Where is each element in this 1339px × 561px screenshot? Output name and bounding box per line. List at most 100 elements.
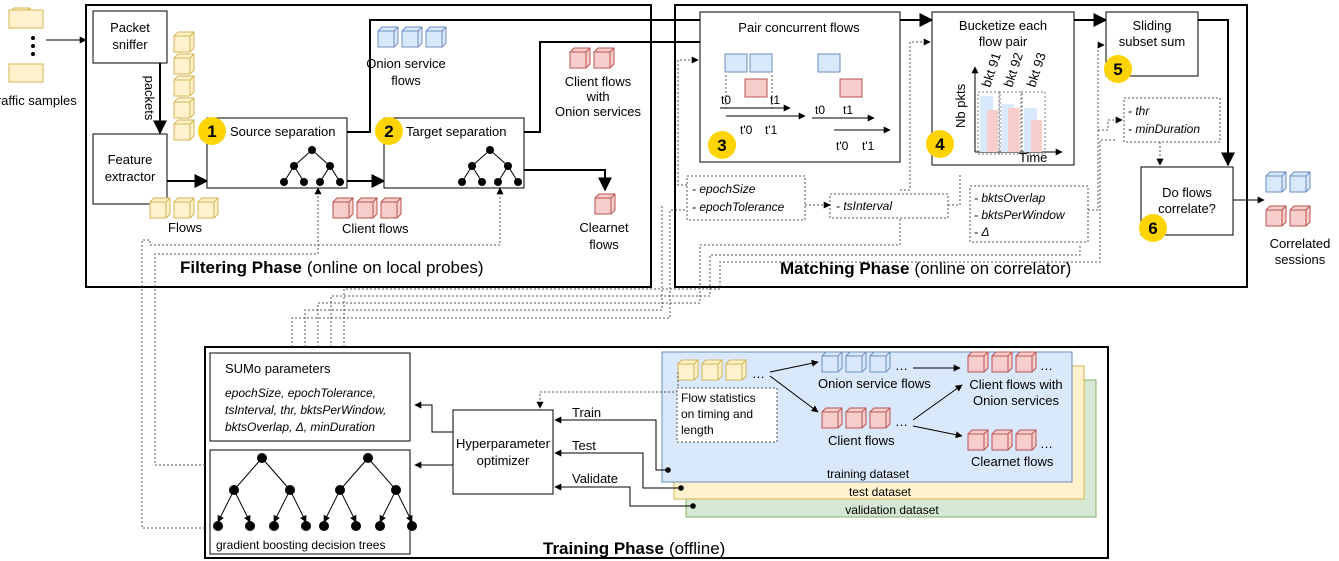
svg-text:t1: t1 <box>770 93 780 107</box>
validate-label: Validate <box>572 471 618 486</box>
training-onion-cubes-icon <box>822 352 890 372</box>
client-flows-label: Client flows <box>342 221 409 236</box>
matching-phase-title: Matching Phase(online on correlator) <box>780 259 1071 278</box>
training-phase-title: Training Phase(offline) <box>543 539 725 558</box>
svg-text:t'1: t'1 <box>862 139 875 153</box>
svg-text:6: 6 <box>1148 219 1157 238</box>
packet-sniffer-label: Packet <box>110 20 150 35</box>
sliding-subset-label: Sliding <box>1132 18 1171 33</box>
svg-text:- bktsOverlap- bktsPerWindow-: - bktsOverlap- bktsPerWindow- Δ <box>974 191 1066 239</box>
target-separation-box <box>383 117 525 189</box>
badge-4 <box>926 130 954 158</box>
time-axis-label: Time <box>1019 150 1047 165</box>
flow-stats-label: Flow statistics <box>681 391 756 405</box>
param-bkts-label: - bktsOverlap <box>974 191 1046 205</box>
param-thr-label: - thr <box>1128 104 1150 118</box>
svg-text:…: … <box>1040 358 1053 373</box>
traffic-samples-icon <box>8 7 44 83</box>
clearnet-flows-label: Clearnet <box>579 220 629 235</box>
timeline-left: t0 t1 t'0 t'1 <box>720 53 806 137</box>
onion-service-flows-label: Onion service <box>366 56 445 71</box>
timeline-right: t0 t1 t'0 t'1 <box>812 53 891 153</box>
gbdt-label: gradient boosting decision trees <box>216 538 385 552</box>
svg-text:- epochSize- epochTolerance: - epochSize- epochTolerance <box>692 182 785 214</box>
feature-extractor-label: Feature <box>108 152 153 167</box>
svg-text:…: … <box>752 366 765 381</box>
training-client-cubes-icon <box>822 408 890 428</box>
svg-text:t0: t0 <box>721 93 731 107</box>
nb-pkts-axis-label: Nb pkts <box>953 83 968 128</box>
hyperparameter-optimizer-label: Hyperparameter <box>456 436 551 451</box>
training-clearnet-cubes-icon <box>968 430 1036 450</box>
svg-text:…: … <box>895 414 908 429</box>
badge-3 <box>708 131 736 159</box>
training-yellow-cubes-icon <box>678 360 746 380</box>
training-client-onion-label: Client flows with <box>969 377 1062 392</box>
packets-label: packets <box>142 76 157 121</box>
svg-text:…: … <box>895 358 908 373</box>
train-label: Train <box>572 405 601 420</box>
client-onion-cubes-icon <box>569 47 591 69</box>
bucket-chart <box>971 66 1063 156</box>
svg-text:5: 5 <box>1113 60 1122 79</box>
svg-text:3: 3 <box>717 136 726 155</box>
correlated-red-cubes-icon <box>1265 205 1287 227</box>
filtering-phase-title: Filtering Phase(online on local probes) <box>180 258 484 277</box>
svg-text:- thr- minDuration: - thr- minDuration <box>1128 104 1200 136</box>
test-label: Test <box>572 438 596 453</box>
do-flows-correlate-label: Do flows <box>1162 185 1212 200</box>
bucketize-label: Bucketize each <box>959 18 1047 33</box>
sumo-parameters-title: SUMo parameters <box>225 361 331 376</box>
training-dataset-label: training dataset <box>827 467 910 481</box>
svg-text:t1: t1 <box>843 103 853 117</box>
training-onion-flows-label: Onion service flows <box>818 376 931 391</box>
svg-text:t'0: t'0 <box>836 139 849 153</box>
correlated-sessions-label: Correlated <box>1270 236 1331 251</box>
sumo-parameters-list: epochSize, epochTolerance, <box>225 386 376 400</box>
client-flows-onion-label: Client flows <box>565 74 632 89</box>
badge-6 <box>1139 214 1167 242</box>
svg-text:1: 1 <box>207 122 216 141</box>
flow-stats-box <box>676 387 778 443</box>
svg-text:t'1: t'1 <box>765 123 778 137</box>
source-separation-label: Source separation <box>230 124 336 139</box>
flows-label: Flows <box>168 220 202 235</box>
pair-concurrent-label: Pair concurrent flows <box>738 20 860 35</box>
onion-service-cubes-icon <box>378 27 446 47</box>
test-dataset-label: test dataset <box>849 485 912 499</box>
svg-text:t'0: t'0 <box>740 123 753 137</box>
svg-text:t0: t0 <box>815 103 825 117</box>
training-clearnet-label: Clearnet flows <box>971 454 1054 469</box>
sumo-parameters-box <box>209 352 411 442</box>
feature-extractor-box <box>92 133 168 205</box>
parameter-feedback-lines <box>141 139 1115 529</box>
filtering-phase-frame <box>85 4 652 288</box>
svg-text:2: 2 <box>384 122 393 141</box>
packet-cubes-icon <box>173 31 195 141</box>
validation-dataset-label: validation dataset <box>845 503 939 517</box>
target-separation-label: Target separation <box>406 124 506 139</box>
clearnet-cube-icon <box>594 193 616 215</box>
svg-text:4: 4 <box>935 135 945 154</box>
badge-5 <box>1104 55 1132 83</box>
hyperparameter-optimizer-box <box>452 409 554 495</box>
param-ts-label: - tsInterval <box>836 199 892 213</box>
param-thr-box <box>1123 97 1221 143</box>
svg-text:epochSize, epochTolerance,tsIn: epochSize, epochTolerance,tsInterval, th… <box>225 386 386 434</box>
training-client-onion-cubes-icon <box>968 352 1036 372</box>
svg-text:…: … <box>1040 436 1053 451</box>
badge-2 <box>375 117 403 145</box>
matching-phase-frame <box>674 4 1248 288</box>
